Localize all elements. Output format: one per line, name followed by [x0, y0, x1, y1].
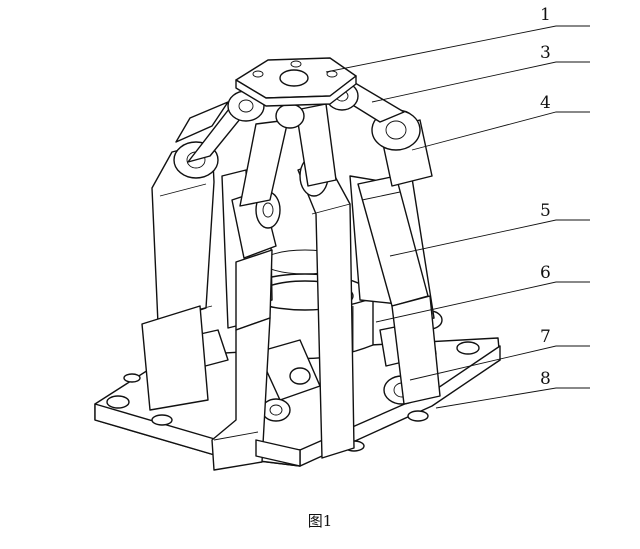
upper-links: [175, 79, 405, 207]
top-platform: [235, 57, 357, 107]
callout-label-5: 5: [540, 201, 551, 221]
callout-leaders: [325, 25, 590, 409]
figure-caption: 图1: [308, 512, 333, 530]
callout-label-6: 6: [540, 263, 551, 283]
callout-label-3: 3: [540, 43, 551, 63]
left-leg: [141, 141, 219, 411]
callout-label-7: 7: [540, 327, 551, 347]
callout-label-8: 8: [540, 369, 551, 389]
callout-labels: 1 3 4 5 6 7 8: [540, 5, 551, 389]
callout-label-1: 1: [540, 5, 551, 25]
right-leg: [357, 109, 441, 405]
callout-label-4: 4: [540, 93, 551, 113]
